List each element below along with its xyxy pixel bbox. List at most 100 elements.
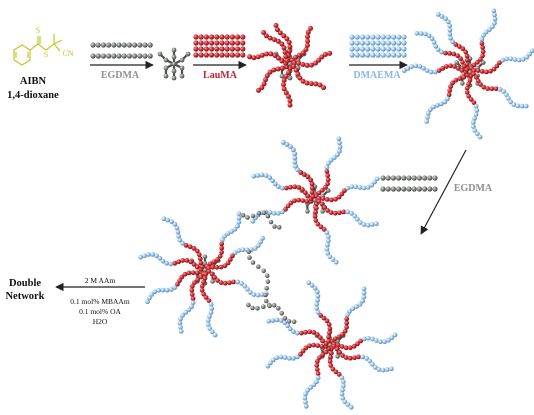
- lauma-bead: [209, 40, 215, 46]
- lauma-bead: [263, 77, 269, 83]
- crosslink-bead: [268, 219, 274, 225]
- lauma-bead: [451, 51, 457, 57]
- crosslink-bead: [271, 303, 277, 308]
- dmaema-bead: [268, 360, 273, 366]
- lauma-bead: [455, 53, 460, 59]
- lauma-bead: [320, 187, 325, 193]
- core-bead: [327, 342, 333, 348]
- lauma-bead: [286, 39, 292, 45]
- lauma-bead: [268, 51, 274, 57]
- lauma-bead: [313, 209, 318, 215]
- core-bead: [287, 75, 293, 81]
- egdma-bead: [116, 42, 122, 48]
- crosslink-bead: [265, 279, 271, 284]
- egdma-bead: [126, 42, 132, 48]
- egdma-bead: [137, 53, 143, 59]
- condition-mbaam: 0.1 mol% MBAAm: [70, 297, 130, 306]
- dmaema-bead: [352, 213, 358, 219]
- core-bead: [179, 73, 185, 79]
- lauma-bead: [308, 177, 314, 183]
- lauma-bead: [203, 40, 209, 46]
- lauma-bead: [460, 59, 465, 65]
- dmaema-bead: [340, 379, 346, 385]
- dmaema-bead: [424, 68, 430, 73]
- lauma-bead: [229, 40, 235, 46]
- lauma-bead: [326, 322, 332, 327]
- lauma-bead: [274, 27, 280, 33]
- egdma-bead: [427, 175, 433, 181]
- dmaema-bead: [178, 316, 183, 322]
- dmaema-bead: [312, 285, 318, 291]
- dmaema-bead: [374, 176, 380, 182]
- core-bead: [312, 197, 318, 203]
- dmaema-bead: [519, 103, 525, 109]
- lauma-bead: [191, 246, 197, 251]
- dmaema-bead: [303, 391, 308, 397]
- lauma-bead: [231, 279, 236, 285]
- dmaema-bead: [336, 136, 342, 142]
- lauma-bead: [457, 44, 462, 49]
- lauma-bead: [282, 49, 288, 55]
- dmaema-bead: [447, 27, 453, 33]
- egdma-bead: [427, 186, 433, 192]
- lauma-bead: [489, 86, 495, 92]
- lauma-bead: [324, 197, 330, 202]
- dmaema-bead: [308, 385, 314, 390]
- lauma-bead: [277, 30, 283, 36]
- dmaema-bead: [205, 322, 211, 327]
- dmaema-bead: [287, 326, 293, 332]
- dmaema-bead: [486, 27, 492, 32]
- lauma-bead: [297, 75, 303, 81]
- dmaema-bead: [434, 102, 440, 108]
- lauma-bead: [193, 46, 199, 52]
- dmaema-bead: [270, 178, 275, 184]
- lauma-bead: [219, 40, 225, 46]
- lauma-bead: [450, 80, 455, 86]
- lauma-bead: [189, 287, 195, 293]
- crosslink-bead: [255, 264, 261, 270]
- dmaema-bead: [392, 332, 398, 338]
- lauma-bead: [175, 281, 180, 287]
- condition-oa: 0.1 mol% OA: [79, 307, 121, 316]
- dmaema-bead: [255, 243, 261, 248]
- lauma-bead: [203, 271, 209, 277]
- dmaema-bead: [328, 157, 334, 163]
- egdma-bead: [380, 186, 386, 192]
- lauma-bead: [343, 355, 349, 360]
- crosslink-bead: [264, 286, 270, 291]
- dmaema-bead: [426, 33, 432, 39]
- egdma-bead: [396, 186, 402, 192]
- dmaema-bead: [448, 35, 453, 41]
- dmaema-bead: [325, 234, 331, 240]
- lauma-bead: [453, 77, 459, 83]
- crosslink-bead: [276, 225, 282, 230]
- dmaema-bead: [292, 151, 298, 157]
- lauma-bead: [287, 44, 293, 50]
- dmaema-bead: [325, 238, 331, 244]
- lauma-bead: [191, 262, 197, 267]
- lauma-bead: [195, 277, 200, 283]
- lauma-bead: [336, 372, 342, 377]
- lauma-bead: [279, 58, 285, 64]
- egdma-bead: [90, 42, 96, 48]
- egdma-bead: [432, 186, 438, 192]
- dmaema-bead: [385, 46, 391, 52]
- lauma-bead: [187, 244, 193, 250]
- dmaema-bead: [472, 128, 478, 133]
- dmaema-bead: [504, 56, 510, 62]
- lauma-bead: [443, 50, 448, 56]
- lauma-bead: [326, 338, 331, 344]
- dmaema-bead: [353, 184, 359, 190]
- dmaema-bead: [164, 260, 169, 266]
- egdma-monomer-block: [90, 42, 153, 59]
- lauma-bead: [190, 283, 195, 289]
- lauma-bead: [303, 47, 309, 52]
- egdma-bead: [416, 175, 422, 181]
- crosslink-bead: [261, 304, 266, 310]
- lauma-bead: [314, 205, 319, 211]
- dmaema-bead: [350, 306, 356, 311]
- dmaema-bead: [512, 57, 518, 62]
- dmaema-bead: [340, 383, 346, 389]
- lauma-bead: [214, 264, 220, 270]
- initiator-label: AIBN: [20, 76, 47, 87]
